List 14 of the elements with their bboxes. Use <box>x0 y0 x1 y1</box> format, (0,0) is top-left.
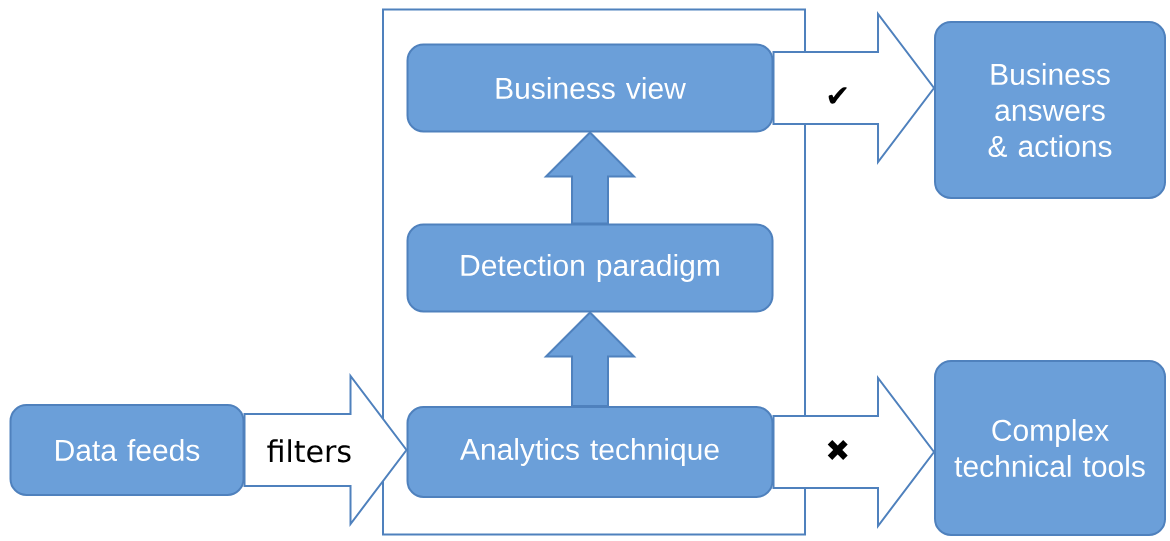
edge-label: ✔ <box>823 85 853 109</box>
process-box: Complex technical tools <box>934 360 1166 536</box>
process-box: Business view <box>406 43 774 133</box>
block-arrow <box>543 311 637 407</box>
frame-box <box>382 8 806 536</box>
block-arrow <box>772 11 936 165</box>
process-box: Business answers & actions <box>934 21 1166 199</box>
process-box: Data feeds <box>9 404 245 496</box>
process-box: Analytics technique <box>406 406 774 498</box>
block-arrow <box>543 131 637 225</box>
edge-label: filters <box>264 437 354 465</box>
process-box: Detection paradigm <box>406 223 774 313</box>
edge-label: ✖ <box>823 437 853 463</box>
block-arrow <box>772 375 936 529</box>
